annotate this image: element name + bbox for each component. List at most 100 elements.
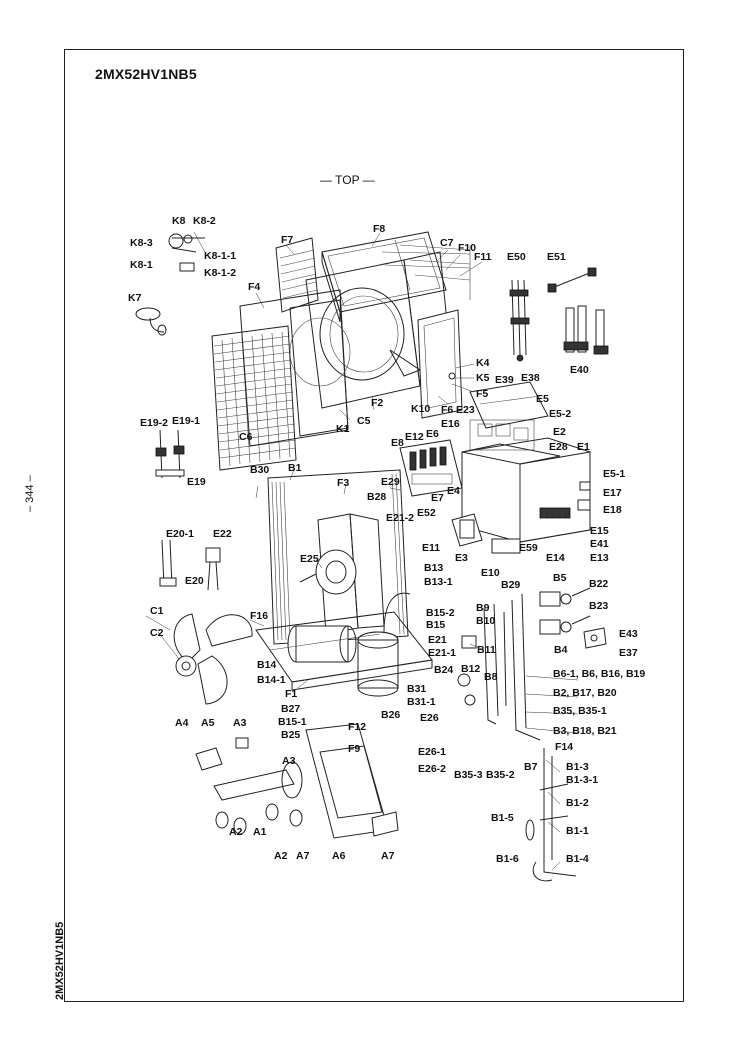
label-B15: B15	[426, 619, 445, 631]
page-border	[64, 49, 684, 1002]
label-E23: E23	[456, 404, 475, 416]
label-E51: E51	[547, 251, 566, 263]
label-B9: B9	[476, 602, 490, 614]
label-B35-3: B35-3	[454, 769, 483, 781]
label-B11: B11	[477, 644, 496, 656]
label-F1: F1	[285, 688, 297, 700]
label-B4: B4	[554, 644, 568, 656]
drawing-e19-sensor	[155, 429, 185, 479]
drawing-e22-sensor	[205, 547, 221, 591]
label-E12: E12	[405, 431, 424, 443]
label-B1-5: B1-5	[491, 812, 514, 824]
label-C1: C1	[150, 605, 164, 617]
drawing-compressor	[357, 592, 411, 697]
label-B15-2: B15-2	[426, 607, 455, 619]
drawing-accumulator	[287, 625, 357, 663]
label-E29: E29	[381, 476, 400, 488]
label-K8-1: K8-1	[130, 259, 153, 271]
label-B13-1: B13-1	[424, 576, 453, 588]
label-E43: E43	[619, 628, 638, 640]
label-B35-2: B35-2	[486, 769, 515, 781]
label-B29: B29	[501, 579, 520, 591]
label-B7: B7	[524, 761, 538, 773]
label-B24: B24	[434, 664, 453, 676]
drawing-top-panel	[321, 231, 471, 323]
label-K4: K4	[476, 357, 490, 369]
label-F2: F2	[371, 397, 383, 409]
label-A1: A1	[253, 826, 267, 838]
label-E28: E28	[549, 441, 568, 453]
label-F7: F7	[281, 234, 293, 246]
label-E3: E3	[455, 552, 468, 564]
label-F12: F12	[348, 721, 366, 733]
drawing-k8-valve-cap	[168, 231, 207, 272]
label-K8: K8	[172, 215, 186, 227]
drawing-pipe-set-b1	[525, 748, 577, 882]
label-B31-1: B31-1	[407, 696, 436, 708]
label-E52: E52	[417, 507, 436, 519]
label-K8-1-2: K8-1-2	[204, 267, 236, 279]
label-E20-1: E20-1	[166, 528, 194, 540]
label-E14: E14	[546, 552, 565, 564]
label-B3: B3, B18, B21	[553, 725, 617, 737]
label-C6: C6	[239, 431, 253, 443]
label-E11: E11	[422, 542, 440, 554]
drawing-front-grille-c6	[211, 325, 297, 471]
label-B30: B30	[250, 464, 269, 476]
label-B1-3-1: B1-3-1	[566, 774, 598, 786]
drawing-fan-motor-e25	[299, 549, 357, 595]
label-E18: E18	[603, 504, 622, 516]
label-B1-3: B1-3	[566, 761, 589, 773]
label-A2b: A2	[274, 850, 288, 862]
label-E19: E19	[187, 476, 206, 488]
label-B12: B12	[461, 663, 480, 675]
label-E2: E2	[553, 426, 566, 438]
drawing-drain-parts-a	[195, 737, 303, 835]
label-A6: A6	[332, 850, 346, 862]
label-E8: E8	[391, 437, 404, 449]
label-F6: F6	[441, 404, 453, 416]
label-E37: E37	[619, 647, 638, 659]
drawing-right-side-panel	[417, 309, 463, 419]
label-E39: E39	[495, 374, 514, 386]
label-E21: E21	[428, 634, 447, 646]
label-K1: K1	[336, 423, 350, 435]
label-A3a: A3	[233, 717, 247, 729]
label-B15-1: B15-1	[278, 716, 307, 728]
drawing-bracket-e43	[583, 627, 607, 649]
label-B25: B25	[281, 729, 300, 741]
label-B6-1: B6-1, B6, B16, B19	[553, 668, 645, 680]
label-B1-6: B1-6	[496, 853, 519, 865]
label-E15: E15	[590, 525, 609, 537]
label-K8-2: K8-2	[193, 215, 216, 227]
drawing-front-panel-f4	[239, 289, 351, 447]
drawing-capacitor-e14	[491, 538, 521, 554]
label-K7: K7	[128, 292, 142, 304]
drawing-valves-b4-b5	[539, 587, 591, 635]
label-E25: E25	[300, 553, 319, 565]
label-E50: E50	[507, 251, 526, 263]
label-A2a: A2	[229, 826, 243, 838]
label-F5: F5	[476, 388, 488, 400]
drawing-e40-terminal	[563, 305, 609, 355]
label-E13: E13	[590, 552, 609, 564]
view-label: — TOP —	[320, 173, 375, 187]
label-E6: E6	[426, 428, 439, 440]
label-E59: E59	[519, 542, 538, 554]
drawing-side-grille-f7	[275, 237, 319, 313]
label-B10: B10	[476, 615, 495, 627]
drawing-reactor-e3	[451, 513, 483, 547]
label-K8-1-1: K8-1-1	[204, 250, 236, 262]
label-B27: B27	[281, 703, 300, 715]
label-E26-1: E26-1	[418, 746, 446, 758]
label-F10: F10	[458, 242, 476, 254]
label-C2: C2	[150, 627, 164, 639]
label-B22: B22	[589, 578, 608, 590]
label-B28: B28	[367, 491, 386, 503]
label-K8-3: K8-3	[130, 237, 153, 249]
label-B5: B5	[553, 572, 567, 584]
label-F4: F4	[248, 281, 260, 293]
label-E5: E5	[536, 393, 549, 405]
label-B1-4: B1-4	[566, 853, 589, 865]
label-E5-1: E5-1	[603, 468, 625, 480]
